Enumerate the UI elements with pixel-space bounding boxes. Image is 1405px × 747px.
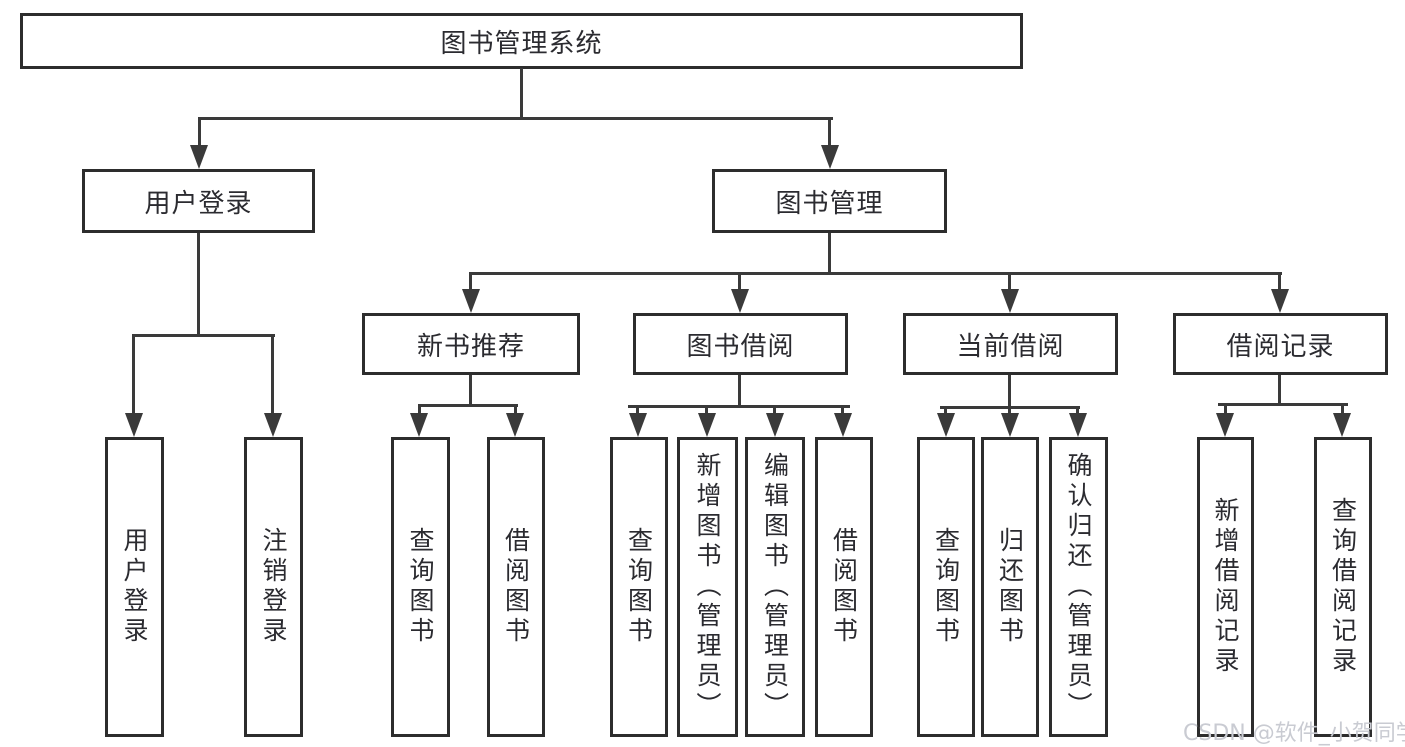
arrow-down-icon: [1333, 413, 1351, 437]
connector-line: [418, 404, 421, 418]
node-label: 用户登录: [120, 527, 149, 647]
arrow-down-icon: [264, 413, 282, 437]
node-label: 查询图书: [624, 527, 654, 647]
node-root: 图书管理系统: [20, 13, 1023, 69]
connector-line: [738, 272, 741, 294]
connector-line: [841, 405, 844, 417]
arrow-down-icon: [1271, 289, 1289, 313]
node-label: 图书管理: [775, 188, 884, 219]
node-label: 新增借阅记录: [1211, 497, 1240, 677]
node-label: 借阅图书: [501, 527, 531, 647]
node-label: 编辑图书（管理员）: [760, 452, 790, 722]
leaf-user-login: 用户登录: [105, 437, 164, 737]
node-book-management: 图书管理: [712, 169, 947, 233]
connector-line: [1076, 406, 1079, 417]
node-new-book-recommend: 新书推荐: [362, 313, 580, 375]
arrow-down-icon: [834, 413, 852, 437]
arrow-down-icon: [1001, 413, 1019, 437]
connector-line: [1218, 403, 1348, 406]
node-label: 确认归还（管理员）: [1064, 452, 1093, 722]
node-label: 用户登录: [144, 188, 253, 219]
arrow-down-icon: [937, 413, 955, 437]
connector-line: [1008, 375, 1011, 409]
connector-line: [469, 375, 472, 407]
watermark: CSDN @软件_小贺同学: [1183, 721, 1405, 746]
node-label: 查询图书: [931, 527, 961, 647]
leaf-bb-edit-book-admin: 编辑图书（管理员）: [745, 437, 805, 737]
node-borrowing-records: 借阅记录: [1173, 313, 1388, 375]
leaf-br-query-record: 查询借阅记录: [1314, 437, 1372, 737]
leaf-logout: 注销登录: [244, 437, 303, 737]
node-label: 新增图书（管理员）: [693, 452, 722, 722]
node-label: 新书推荐: [416, 331, 525, 362]
node-label: 图书借阅: [686, 331, 795, 362]
connector-line: [1224, 403, 1227, 417]
leaf-bb-borrow-books: 借阅图书: [815, 437, 873, 737]
leaf-bb-add-book-admin: 新增图书（管理员）: [677, 437, 738, 737]
connector-line: [198, 117, 201, 149]
arrow-down-icon: [1001, 289, 1019, 313]
connector-line: [944, 406, 947, 417]
connector-line: [469, 272, 472, 294]
connector-line: [418, 404, 518, 407]
connector-line: [132, 334, 135, 418]
connector-line: [773, 405, 776, 417]
connector-line: [469, 272, 1282, 275]
arrow-down-icon: [506, 413, 524, 437]
arrow-down-icon: [629, 413, 647, 437]
node-current-borrowing: 当前借阅: [903, 313, 1118, 375]
node-label: 查询图书: [406, 527, 435, 647]
connector-line: [1278, 272, 1281, 294]
leaf-nbr-borrow-books: 借阅图书: [487, 437, 545, 737]
connector-line: [1008, 272, 1011, 294]
connector-line: [1008, 406, 1011, 417]
node-label: 注销登录: [259, 527, 288, 647]
connector-line: [514, 404, 517, 418]
leaf-nbr-query-books: 查询图书: [391, 437, 450, 737]
node-label: 归还图书: [995, 527, 1025, 647]
connector-line: [828, 233, 831, 275]
connector-line: [1341, 403, 1344, 417]
arrow-down-icon: [410, 413, 428, 437]
arrow-down-icon: [190, 145, 208, 169]
node-book-borrowing: 图书借阅: [633, 313, 848, 375]
node-label: 图书管理系统: [440, 28, 603, 59]
arrow-down-icon: [1216, 413, 1234, 437]
arrow-down-icon: [821, 145, 839, 169]
arrow-down-icon: [766, 413, 784, 437]
node-label: 当前借阅: [956, 331, 1065, 362]
leaf-br-add-record: 新增借阅记录: [1197, 437, 1254, 737]
arrow-down-icon: [731, 289, 749, 313]
arrow-down-icon: [125, 413, 143, 437]
node-label: 借阅记录: [1226, 331, 1335, 362]
connector-line: [705, 405, 708, 417]
leaf-cb-return-book: 归还图书: [981, 437, 1039, 737]
leaf-cb-confirm-return-admin: 确认归还（管理员）: [1049, 437, 1108, 737]
connector-line: [628, 405, 850, 408]
arrow-down-icon: [1069, 413, 1087, 437]
connector-line: [197, 233, 200, 337]
connector-line: [198, 117, 833, 120]
connector-line: [738, 375, 741, 408]
node-label: 借阅图书: [829, 527, 859, 647]
connector-line: [271, 334, 274, 418]
arrow-down-icon: [462, 289, 480, 313]
connector-line: [636, 405, 639, 417]
connector-line: [132, 334, 275, 337]
arrow-down-icon: [698, 413, 716, 437]
node-user-login: 用户登录: [82, 169, 315, 233]
connector-line: [828, 117, 831, 149]
node-label: 查询借阅记录: [1328, 497, 1358, 677]
connector-line: [520, 68, 523, 120]
leaf-cb-query-books: 查询图书: [917, 437, 975, 737]
connector-line: [1278, 375, 1281, 406]
leaf-bb-query-books: 查询图书: [610, 437, 668, 737]
